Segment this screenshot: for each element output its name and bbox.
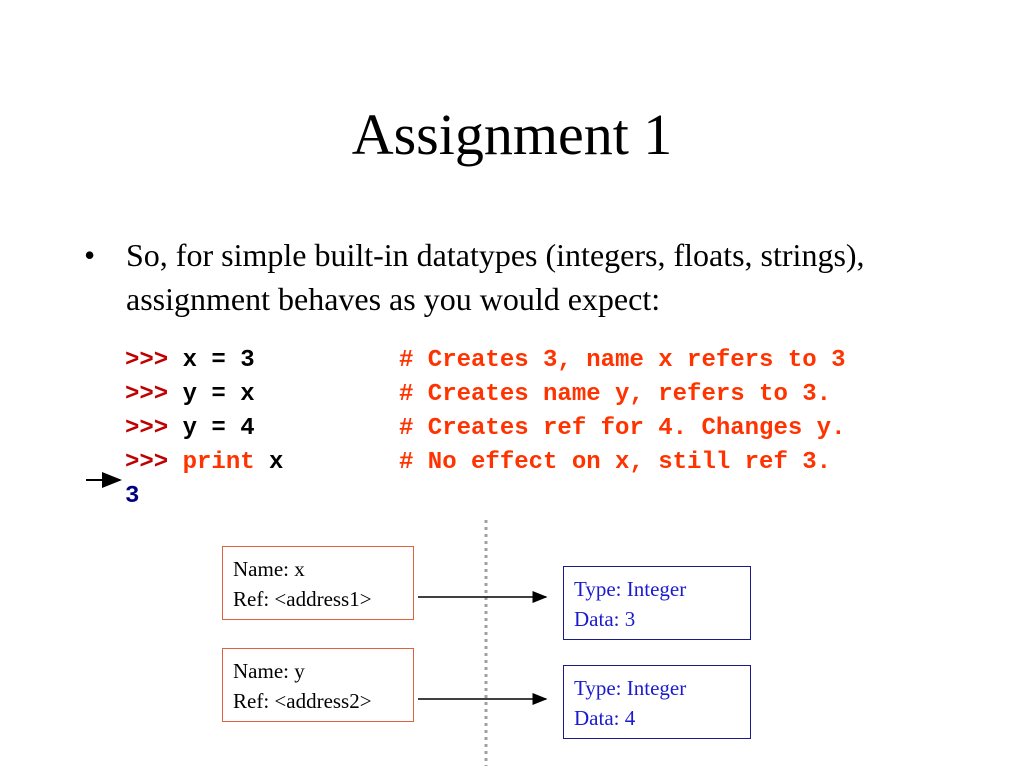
code-command: y = 4 <box>168 415 255 442</box>
code-prompt: >>> <box>125 381 169 408</box>
object-box-2: Type: Integer Data: 4 <box>563 665 751 739</box>
bullet-dot-icon: • <box>84 237 96 273</box>
code-command: y = x <box>168 381 255 408</box>
code-prompt: >>> <box>125 415 169 442</box>
object-box-1: Type: Integer Data: 3 <box>563 566 751 640</box>
code-command: x = 3 <box>168 347 255 374</box>
object-data: Data: 4 <box>574 706 636 730</box>
object-type: Type: Integer <box>574 577 687 601</box>
slide-title: Assignment 1 <box>351 102 673 167</box>
code-comment: # Creates ref for 4. Changes y. <box>399 415 846 442</box>
name-box-ref: Ref: <address1> <box>233 587 372 611</box>
code-prompt: >>> <box>125 347 169 374</box>
code-comment: # No effect on x, still ref 3. <box>399 449 832 476</box>
code-prompt: >>> <box>125 449 169 476</box>
code-block: >>> x = 3 # Creates 3, name x refers to 3… <box>125 344 845 514</box>
object-data: Data: 3 <box>574 607 636 631</box>
code-line-4: >>> print x # No effect on x, still ref 3… <box>125 446 831 480</box>
name-box-ref: Ref: <address2> <box>233 689 372 713</box>
code-output: 3 <box>125 483 140 510</box>
code-line-2: >>> y = x # Creates name y, refers to 3. <box>125 378 831 412</box>
code-line-1: >>> x = 3 # Creates 3, name x refers to 3 <box>125 344 845 378</box>
code-comment: # Creates name y, refers to 3. <box>399 381 832 408</box>
name-box-name: Name: x <box>233 557 305 581</box>
object-type: Type: Integer <box>574 676 687 700</box>
code-keyword: print <box>182 449 255 476</box>
code-command <box>168 449 182 476</box>
code-comment: # Creates 3, name x refers to 3 <box>399 347 846 374</box>
code-argument: x <box>254 449 284 476</box>
name-box-y: Name: y Ref: <address2> <box>222 648 414 722</box>
bullet-text: So, for simple built-in datatypes (integ… <box>126 237 865 317</box>
code-line-3: >>> y = 4 # Creates ref for 4. Changes y. <box>125 412 845 446</box>
name-box-x: Name: x Ref: <address1> <box>222 546 414 620</box>
name-box-name: Name: y <box>233 659 305 683</box>
